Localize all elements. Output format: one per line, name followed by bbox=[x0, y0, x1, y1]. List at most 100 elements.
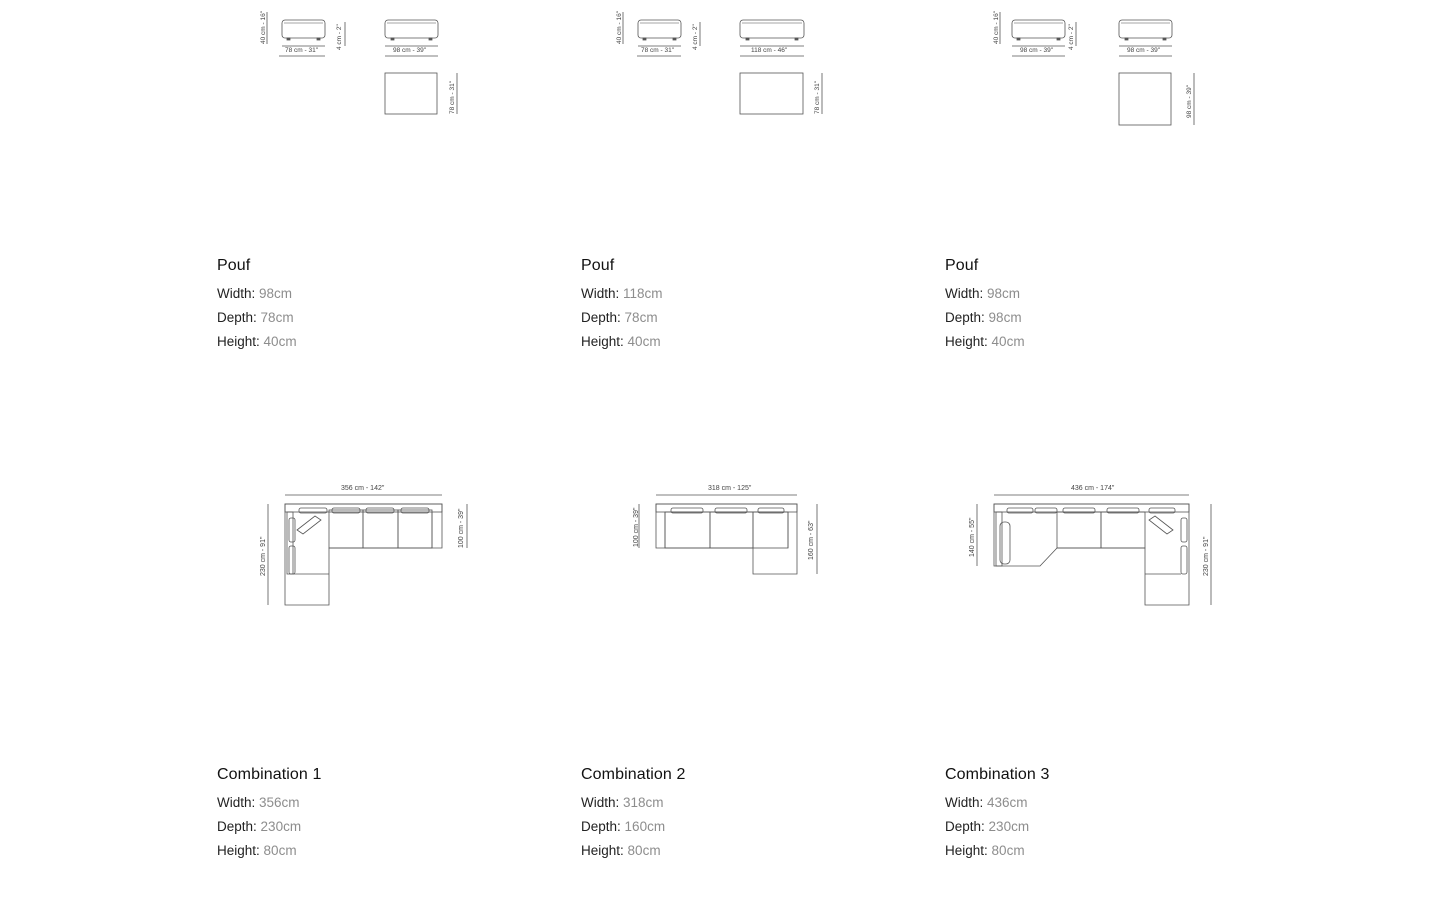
product-title: Pouf bbox=[581, 257, 615, 274]
spec-value: 40cm bbox=[991, 334, 1025, 349]
spec-label: Width: bbox=[945, 286, 984, 301]
pouf-front-view bbox=[637, 19, 682, 39]
spec-label: Width: bbox=[581, 795, 620, 810]
dim-leg-height: 4 cm - 2" bbox=[1068, 24, 1075, 50]
dim-front-height: 40 cm - 16" bbox=[260, 10, 267, 44]
spec-width: Width: 356cm bbox=[217, 795, 321, 810]
spec-height: Height: 80cm bbox=[581, 843, 685, 858]
spec-height: Height: 80cm bbox=[217, 843, 321, 858]
pouf-1-drawing: 40 cm - 16" 78 cm - 31" 4 cm - 2" 98 cm … bbox=[217, 0, 547, 140]
dim-front-height: 40 cm - 16" bbox=[616, 10, 623, 44]
pouf-2-drawing: 40 cm - 16" 78 cm - 31" 4 cm - 2" 118 cm… bbox=[581, 0, 911, 140]
spec-height: Height: 80cm bbox=[945, 843, 1049, 858]
spec-height: Height: 40cm bbox=[581, 334, 663, 349]
combination-2-drawing: 318 cm - 125" 100 cm - 39" 160 cm - 63 bbox=[581, 470, 911, 620]
spec-value: 98cm bbox=[259, 286, 293, 301]
pouf-side-view bbox=[384, 19, 439, 39]
spec-value: 318cm bbox=[623, 795, 664, 810]
dim-leg-height: 4 cm - 2" bbox=[336, 24, 343, 50]
spec-label: Width: bbox=[945, 795, 984, 810]
product-title: Combination 2 bbox=[581, 766, 686, 783]
dim-depth: 160 cm - 63" bbox=[808, 520, 815, 560]
spec-label: Depth: bbox=[581, 310, 621, 325]
spec-label: Height: bbox=[945, 843, 988, 858]
spec-depth: Depth: 78cm bbox=[581, 310, 663, 325]
spec-height: Height: 40cm bbox=[945, 334, 1025, 349]
dim-seat-depth: 100 cm - 39" bbox=[633, 507, 640, 547]
spec-depth: Depth: 78cm bbox=[217, 310, 297, 325]
dim-front-width: 78 cm - 31" bbox=[285, 47, 319, 54]
dim-top-depth: 98 cm - 39" bbox=[1186, 84, 1193, 118]
spec-label: Depth: bbox=[217, 819, 257, 834]
sofa-plan-view bbox=[284, 503, 443, 606]
spec-value: 78cm bbox=[624, 310, 658, 325]
spec-width: Width: 98cm bbox=[945, 286, 1025, 301]
spec-value: 118cm bbox=[623, 286, 663, 301]
spec-value: 436cm bbox=[987, 795, 1028, 810]
spec-value: 98cm bbox=[987, 286, 1021, 301]
dim-side-width: 98 cm - 39" bbox=[393, 47, 427, 54]
combination-3-drawing: 436 cm - 174" bbox=[945, 470, 1275, 620]
spec-value: 40cm bbox=[627, 334, 661, 349]
product-title: Pouf bbox=[217, 257, 251, 274]
spec-label: Height: bbox=[945, 334, 988, 349]
spec-depth: Depth: 230cm bbox=[945, 819, 1049, 834]
dim-front-width: 78 cm - 31" bbox=[641, 47, 675, 54]
spec-depth: Depth: 230cm bbox=[217, 819, 321, 834]
pouf-side-view bbox=[739, 19, 805, 39]
dim-width: 356 cm - 142" bbox=[341, 485, 385, 492]
spec-label: Height: bbox=[581, 843, 624, 858]
dim-side-width: 98 cm - 39" bbox=[1127, 47, 1161, 54]
pouf-top-view bbox=[739, 72, 804, 115]
pouf-3-drawing: 40 cm - 16" 98 cm - 39" 4 cm - 2" 98 cm … bbox=[945, 0, 1275, 140]
dim-side-width: 118 cm - 46" bbox=[751, 47, 788, 54]
spec-width: Width: 436cm bbox=[945, 795, 1049, 810]
dim-top-depth: 78 cm - 31" bbox=[449, 80, 456, 114]
spec-value: 80cm bbox=[627, 843, 661, 858]
pouf-front-view bbox=[1011, 19, 1066, 39]
spec-depth: Depth: 160cm bbox=[581, 819, 685, 834]
spec-value: 98cm bbox=[988, 310, 1022, 325]
product-title: Pouf bbox=[945, 257, 979, 274]
spec-value: 230cm bbox=[260, 819, 302, 834]
spec-label: Height: bbox=[581, 334, 624, 349]
spec-label: Depth: bbox=[945, 310, 985, 325]
spec-value: 40cm bbox=[263, 334, 297, 349]
spec-label: Depth: bbox=[217, 310, 257, 325]
product-title: Combination 3 bbox=[945, 766, 1050, 783]
spec-width: Width: 118cm bbox=[581, 286, 663, 301]
dim-leg-height: 4 cm - 2" bbox=[692, 24, 699, 50]
spec-label: Width: bbox=[217, 286, 256, 301]
combination-1-drawing: 356 cm - 142" bbox=[217, 470, 547, 620]
dim-top-depth: 78 cm - 31" bbox=[814, 80, 821, 114]
spec-label: Depth: bbox=[945, 819, 985, 834]
spec-value: 160cm bbox=[624, 819, 666, 834]
spec-label: Height: bbox=[217, 843, 260, 858]
spec-value: 78cm bbox=[260, 310, 294, 325]
spec-label: Height: bbox=[217, 334, 260, 349]
pouf-front-view bbox=[281, 19, 326, 39]
sofa-plan-view bbox=[993, 503, 1190, 606]
sofa-plan-view bbox=[655, 503, 798, 575]
spec-width: Width: 98cm bbox=[217, 286, 297, 301]
spec-width: Width: 318cm bbox=[581, 795, 685, 810]
spec-value: 80cm bbox=[991, 843, 1025, 858]
dim-depth: 230 cm - 91" bbox=[260, 536, 267, 576]
spec-value: 356cm bbox=[259, 795, 300, 810]
dim-front-width: 98 cm - 39" bbox=[1020, 47, 1054, 54]
spec-value: 80cm bbox=[263, 843, 297, 858]
pouf-side-view bbox=[1118, 19, 1173, 39]
spec-label: Depth: bbox=[581, 819, 621, 834]
dim-left-depth: 140 cm - 55" bbox=[969, 517, 976, 557]
dim-width: 436 cm - 174" bbox=[1071, 485, 1115, 492]
dim-depth: 230 cm - 91" bbox=[1203, 536, 1210, 576]
pouf-top-view bbox=[1118, 72, 1172, 126]
pouf-top-view bbox=[384, 72, 438, 115]
spec-value: 230cm bbox=[988, 819, 1030, 834]
spec-depth: Depth: 98cm bbox=[945, 310, 1025, 325]
spec-height: Height: 40cm bbox=[217, 334, 297, 349]
dim-width: 318 cm - 125" bbox=[708, 485, 752, 492]
dim-front-height: 40 cm - 16" bbox=[993, 10, 1000, 44]
product-title: Combination 1 bbox=[217, 766, 322, 783]
